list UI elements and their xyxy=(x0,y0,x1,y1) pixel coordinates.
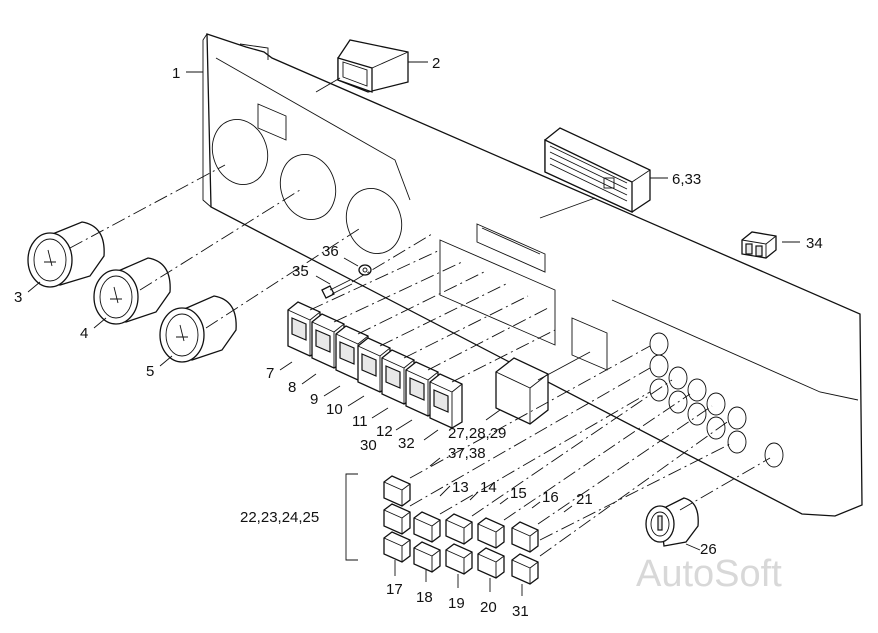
leader-lines xyxy=(27,71,701,596)
watermark: AutoSoft xyxy=(636,553,782,595)
part-6-33-module xyxy=(539,127,668,219)
label-30: 30 xyxy=(360,437,377,454)
label-27-28-29: 27,28,29 xyxy=(448,425,506,442)
label-37-38: 37,38 xyxy=(448,445,486,462)
label-1: 1 xyxy=(172,65,180,82)
screw-35 xyxy=(321,279,353,299)
label-34: 34 xyxy=(806,235,823,252)
label-4: 4 xyxy=(80,325,88,342)
label-36: 36 xyxy=(322,243,339,260)
label-13: 13 xyxy=(452,479,469,496)
gauge-5 xyxy=(159,295,237,363)
label-14: 14 xyxy=(480,479,497,496)
label-35: 35 xyxy=(292,263,309,280)
push-switches xyxy=(383,475,539,585)
label-6-33: 6,33 xyxy=(672,171,701,188)
label-16: 16 xyxy=(542,489,559,506)
label-3: 3 xyxy=(14,289,22,306)
label-9: 9 xyxy=(310,391,318,408)
label-26: 26 xyxy=(700,541,717,558)
label-7: 7 xyxy=(266,365,274,382)
label-10: 10 xyxy=(326,401,343,418)
washer-36 xyxy=(358,264,372,276)
gauge-4 xyxy=(93,257,171,325)
rocker-switches xyxy=(287,301,463,429)
label-17: 17 xyxy=(386,581,403,598)
label-15: 15 xyxy=(510,485,527,502)
label-22-25: 22,23,24,25 xyxy=(240,509,319,526)
label-12: 12 xyxy=(376,423,393,440)
part-2-bezel xyxy=(315,39,428,93)
label-19: 19 xyxy=(448,595,465,612)
label-2: 2 xyxy=(432,55,440,72)
label-5: 5 xyxy=(146,363,154,380)
label-21: 21 xyxy=(576,491,593,508)
ignition-lock-26 xyxy=(645,497,699,547)
label-32: 32 xyxy=(398,435,415,452)
label-11: 11 xyxy=(352,413,368,430)
label-20: 20 xyxy=(480,599,497,616)
gauge-3 xyxy=(27,221,105,288)
label-18: 18 xyxy=(416,589,433,606)
relay-box-27-28-29 xyxy=(495,351,591,425)
label-31: 31 xyxy=(512,603,529,620)
label-8: 8 xyxy=(288,379,296,396)
part-34-connector xyxy=(741,231,800,259)
